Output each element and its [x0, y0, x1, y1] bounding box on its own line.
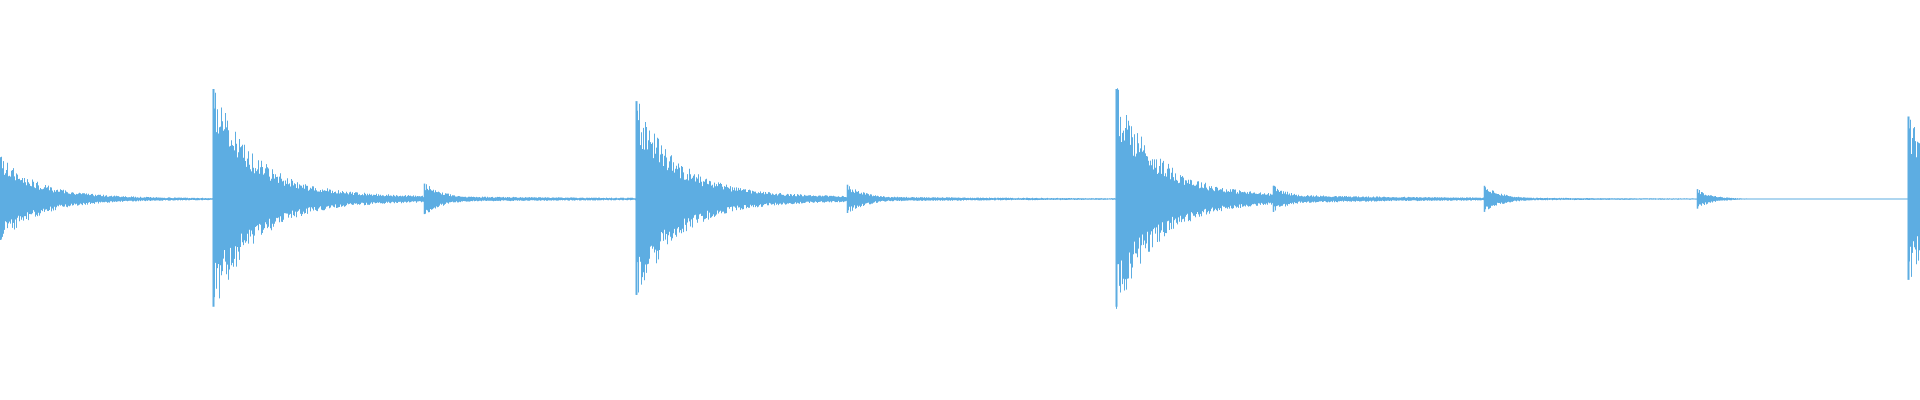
- waveform-track: [0, 88, 1920, 309]
